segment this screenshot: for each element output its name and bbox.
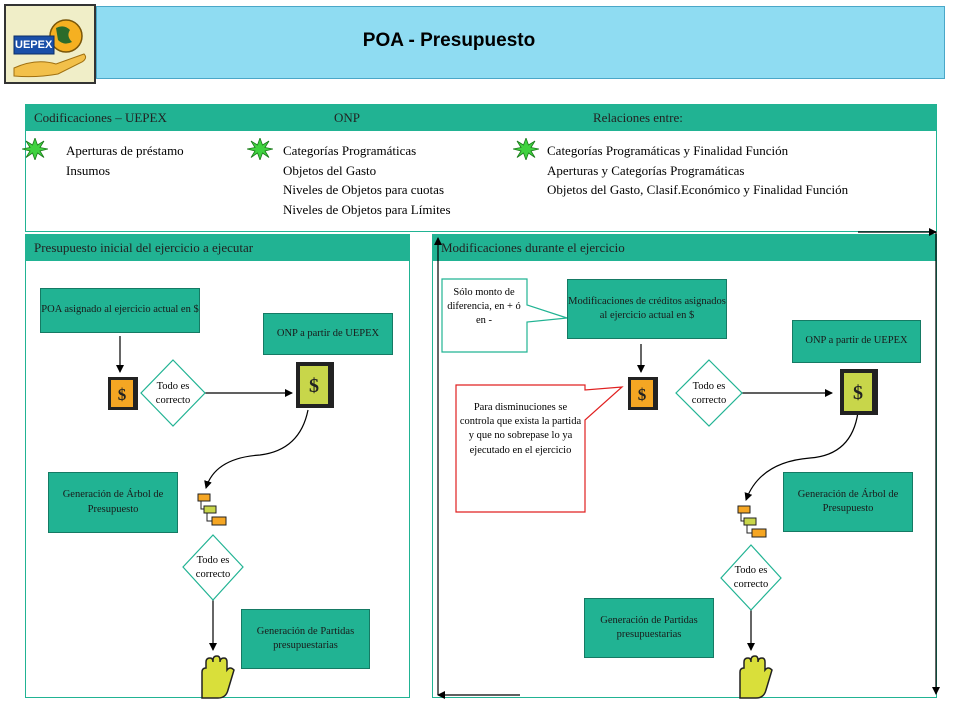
uepex-logo: UEPEX: [4, 4, 96, 84]
list-item: Categorías Programáticas y Finalidad Fun…: [547, 143, 789, 158]
list-item: Objetos del Gasto, Clasif.Económico y Fi…: [547, 182, 849, 197]
generacion-partidas-box: Generación de Partidas presupuestarias: [241, 609, 370, 669]
decision-diamond: [675, 359, 743, 427]
svg-text:$: $: [118, 385, 127, 404]
dollar-document-icon: $: [840, 369, 878, 415]
decision-diamond: [140, 359, 206, 427]
modificaciones-creditos-box: Modificaciones de créditos asignados al …: [567, 279, 727, 339]
generacion-partidas-box: Generación de Partidas presupuestarias: [584, 598, 714, 658]
page-title: POA - Presupuesto: [362, 30, 536, 51]
starburst-icon: [22, 138, 48, 160]
codificaciones-col2-header: ONP: [334, 110, 361, 125]
codificaciones-col3-list: Categorías Programáticas y Finalidad Fun…: [547, 141, 848, 200]
title-banner: [96, 6, 945, 79]
modificaciones-header: Modificaciones durante el ejercicio: [441, 240, 625, 255]
dollar-document-icon: $: [108, 377, 138, 410]
presupuesto-inicial-header: Presupuesto inicial del ejercicio a ejec…: [34, 240, 254, 255]
list-item: Categorías Programáticas: [283, 143, 417, 158]
presupuesto-inicial-header-band: [25, 234, 410, 261]
list-item: Niveles de Objetos para cuotas: [283, 182, 445, 197]
callout-dismin-shape: [455, 384, 624, 513]
dollar-document-icon: $: [296, 362, 334, 408]
codificaciones-col1-header: Codificaciones – UEPEX: [34, 110, 167, 125]
arrow-onp-to-arbol: [204, 409, 309, 489]
todo-correcto-label: Todo es correcto: [155, 381, 191, 406]
codificaciones-col1-list: Aperturas de préstamo Insumos: [66, 141, 184, 180]
codificaciones-col2-list: Categorías Programáticas Objetos del Gas…: [283, 141, 451, 219]
onp-uepex-box: ONP a partir de UEPEX: [792, 320, 921, 363]
codificaciones-col3-header: Relaciones entre:: [593, 110, 683, 125]
generacion-arbol-box: Generación de Árbol de Presupuesto: [783, 472, 913, 532]
svg-text:$: $: [853, 382, 863, 404]
codificaciones-header-band: [25, 104, 937, 131]
generacion-arbol-box: Generación de Árbol de Presupuesto: [48, 472, 178, 533]
todo-correcto-label: Todo es correcto: [691, 381, 727, 406]
modificaciones-header-band: [432, 234, 937, 261]
logo-graphic: [13, 19, 87, 78]
stop-hand-icon: [739, 655, 773, 699]
starburst-icon: [513, 138, 539, 160]
decision-diamond: [720, 544, 782, 611]
poa-asignado-box: POA asignado al ejercicio actual en $: [40, 288, 200, 333]
todo-correcto-label: Todo es correcto: [195, 555, 231, 580]
starburst-icon: [247, 138, 273, 160]
onp-uepex-box: ONP a partir de UEPEX: [263, 313, 393, 355]
list-item: Objetos del Gasto: [283, 162, 377, 178]
svg-text:$: $: [638, 385, 647, 404]
callout-monto-text: Sólo monto de diferencia, en + ó en -: [447, 287, 521, 327]
dollar-document-icon: $: [628, 377, 658, 410]
list-item: Niveles de Objetos para Límites: [283, 201, 451, 217]
todo-correcto-label: Todo es correcto: [733, 565, 769, 590]
list-item: Insumos: [66, 162, 111, 178]
logo-text: UEPEX: [15, 39, 53, 51]
tree-hierarchy-icon: [197, 493, 227, 526]
tree-hierarchy-icon: [737, 505, 767, 538]
callout-dismin-text: Para disminuciones se controla que exist…: [459, 402, 582, 456]
list-item: Aperturas de préstamo: [66, 143, 184, 158]
svg-text:$: $: [309, 375, 319, 397]
callout-monto-shape: [441, 278, 568, 353]
arrow-onp-to-arbol: [744, 411, 859, 501]
stop-hand-icon: [201, 655, 235, 699]
decision-diamond: [182, 534, 244, 601]
list-item: Aperturas y Categorías Programáticas: [547, 162, 745, 178]
